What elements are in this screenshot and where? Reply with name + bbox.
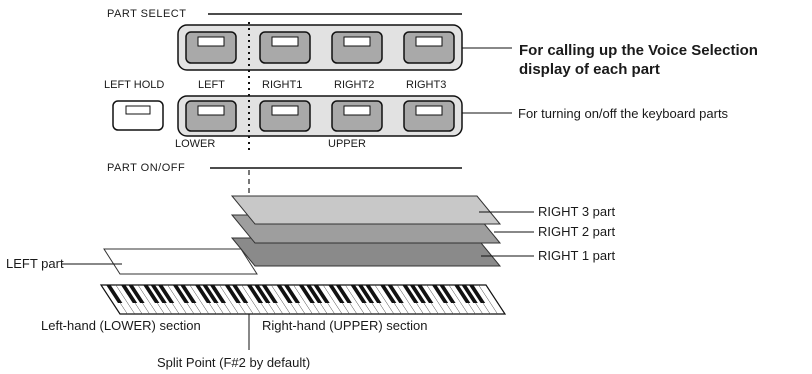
right-section-annotation: Right-hand (UPPER) section: [262, 318, 428, 333]
right3-button-label: RIGHT3: [406, 79, 447, 91]
black-key: [365, 285, 382, 303]
black-key: [195, 285, 212, 303]
left-hold-button-lamp: [125, 105, 151, 115]
black-key: [224, 285, 241, 303]
black-key: [232, 285, 249, 303]
white-key-divider: [293, 284, 313, 315]
black-key: [402, 285, 419, 303]
white-key-divider: [219, 284, 239, 315]
white-key-divider: [478, 284, 498, 315]
white-key-divider: [448, 284, 469, 315]
black-key: [209, 285, 227, 303]
left-part-annotation: LEFT part: [6, 256, 64, 271]
split-point-annotation: Split Point (F#2 by default): [157, 355, 311, 370]
black-key: [143, 285, 160, 303]
white-key-divider: [322, 284, 343, 315]
left-hold-label: LEFT HOLD: [104, 79, 165, 91]
white-key-divider: [167, 284, 187, 315]
black-key: [158, 285, 175, 303]
part-onoff-label: PART ON/OFF: [107, 162, 186, 174]
black-key: [350, 285, 367, 303]
black-key: [276, 285, 293, 303]
white-key-divider: [345, 284, 365, 315]
black-key: [313, 285, 330, 303]
black-key: [106, 285, 123, 303]
right2-button-label: RIGHT2: [334, 79, 375, 91]
right3-part-annotation: RIGHT 3 part: [538, 204, 616, 219]
white-key-divider: [374, 284, 395, 315]
white-key-divider: [271, 284, 291, 315]
black-key: [328, 285, 345, 303]
onoff-annotation: For turning on/off the keyboard parts: [518, 106, 729, 121]
part-select-buttons: [185, 31, 455, 64]
black-key: [468, 285, 486, 303]
lower-label: LOWER: [175, 138, 216, 150]
black-key: [180, 285, 197, 303]
black-key: [417, 285, 434, 303]
black-key: [454, 285, 471, 303]
black-key: [246, 285, 264, 303]
keyboard-keys: [106, 284, 498, 315]
white-key-divider: [189, 284, 210, 315]
black-key: [120, 285, 138, 303]
part-onoff-buttons: [185, 100, 455, 132]
right1-part-annotation: RIGHT 1 part: [538, 248, 616, 263]
black-key: [283, 285, 301, 303]
left-voice-button-lamp: [197, 36, 225, 47]
left-onoff-button-lamp: [197, 105, 225, 116]
black-key: [306, 285, 323, 303]
upper-label: UPPER: [328, 138, 366, 150]
black-key: [439, 285, 456, 303]
left-section-annotation: Left-hand (LOWER) section: [41, 318, 201, 333]
black-key: [387, 285, 404, 303]
white-key-divider: [241, 284, 261, 315]
right3-part-layer: [230, 195, 502, 225]
black-key: [335, 285, 352, 303]
black-key: [128, 285, 145, 303]
black-key: [431, 285, 449, 303]
right1-voice-button-lamp: [271, 36, 299, 47]
black-key: [261, 285, 278, 303]
white-key-divider: [115, 284, 136, 315]
black-key: [409, 285, 426, 303]
white-key-divider: [137, 284, 158, 315]
black-key: [357, 285, 375, 303]
right1-button-label: RIGHT1: [262, 79, 303, 91]
black-key: [172, 285, 190, 303]
black-key: [150, 285, 167, 303]
white-key-divider: [426, 284, 446, 315]
voice-selection-annotation-line2: display of each part: [519, 61, 660, 78]
voice-selection-annotation-line1: For calling up the Voice Selection: [519, 42, 758, 59]
right2-voice-button-lamp: [343, 36, 371, 47]
black-key: [254, 285, 271, 303]
black-key: [298, 285, 315, 303]
right3-voice-button-lamp: [415, 36, 443, 47]
left-hold-button[interactable]: [112, 100, 164, 131]
right3-onoff-button-lamp: [415, 105, 443, 116]
black-key: [380, 285, 397, 303]
left-part-layer: [103, 248, 258, 275]
right1-onoff-button-lamp: [271, 105, 299, 116]
left-button-label: LEFT: [198, 79, 225, 91]
black-key: [461, 285, 478, 303]
right2-onoff-button-lamp: [343, 105, 371, 116]
black-key: [202, 285, 219, 303]
part-select-label: PART SELECT: [107, 8, 187, 20]
white-key-divider: [396, 284, 417, 315]
right2-part-annotation: RIGHT 2 part: [538, 224, 616, 239]
